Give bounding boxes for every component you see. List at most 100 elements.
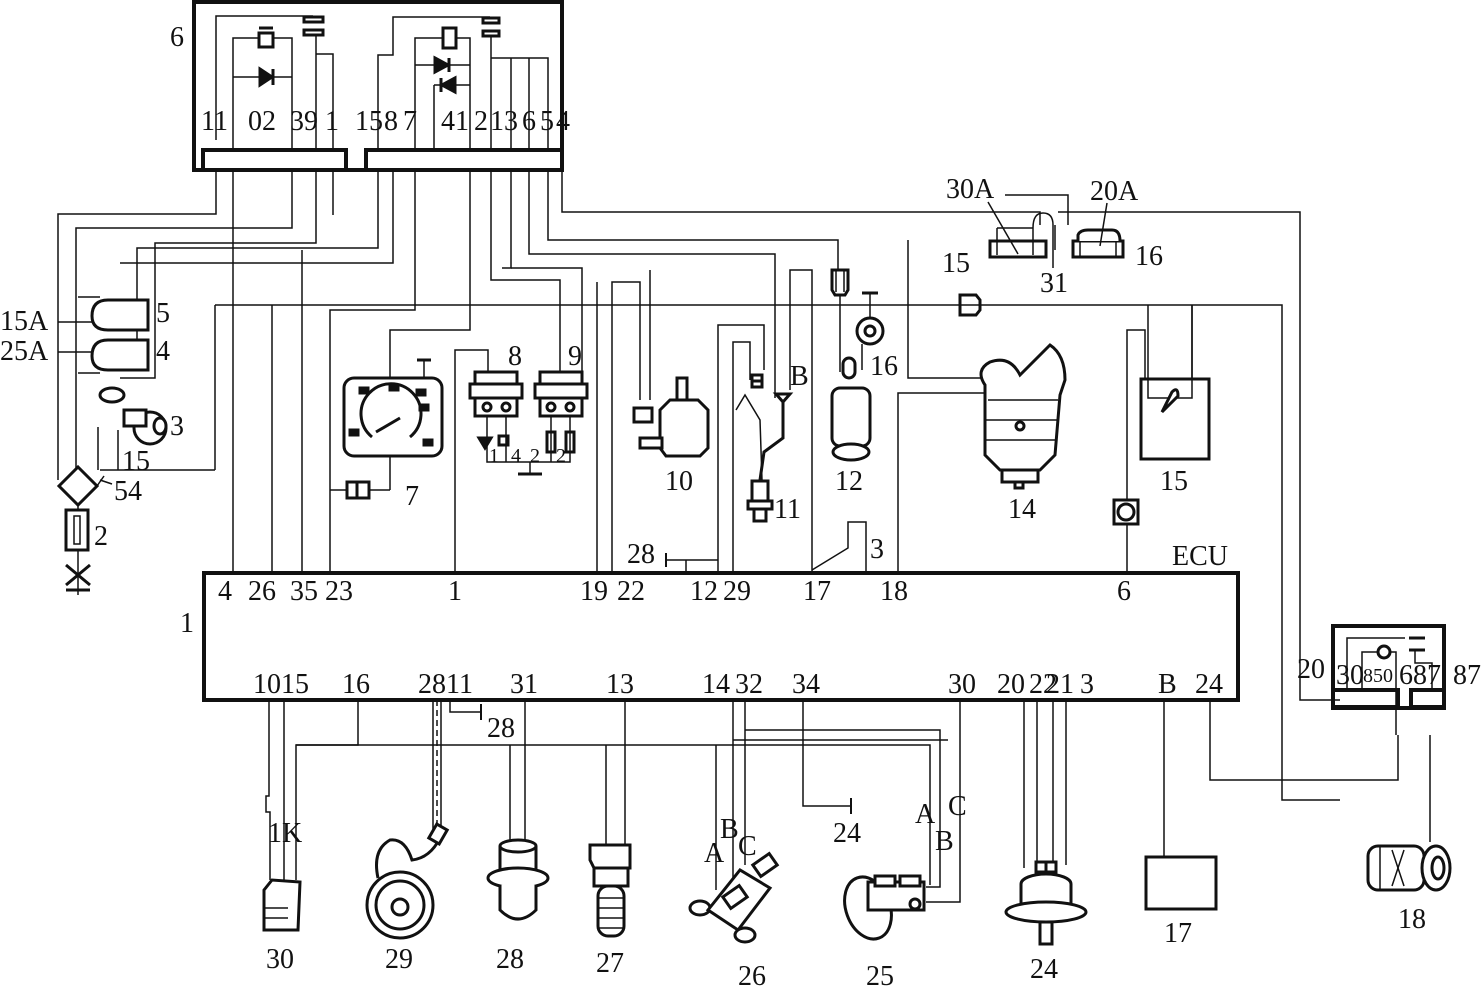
battery-fuse-2: 2 [64,505,108,595]
air-flow-sensor-27: 28 [486,838,550,975]
fuse-15a: 15A 5 [0,298,170,337]
oxygen-sensor-terminal-icon [772,392,794,405]
ecu-top-pin-19: 19 [580,576,608,607]
diode-icon [258,66,275,88]
injector-label-2: 2 [530,445,540,467]
ecu-top-pin-6: 6 [1117,576,1131,607]
fuse-30a: 30A 15 31 [942,174,1068,299]
battery-fuse-id: 2 [94,521,108,552]
ecu-bottom-pin-30: 30 [948,669,976,700]
fuse-25a-label: 25A [0,336,49,367]
bottom-harness: 28 24 [265,700,1431,903]
crankshaft-sensor-id: 29 [385,944,413,975]
ecu-bottom-pin-20: 20 [997,669,1025,700]
ecu-top-pin-22: 22 [617,576,645,607]
injector-connector-9: 9 1 4 2 2 [486,341,589,476]
crankshaft-sensor-29: 29 [365,822,450,975]
junction-54: 54 [56,464,142,508]
throttle-c: C [948,791,967,822]
idle-valve-id: 10 [665,466,693,497]
instrument-cluster-7: 7 [330,358,444,512]
instrument-cluster-id: 7 [405,481,419,512]
air-temp-b: B [720,814,739,845]
oxygen-sensor-terminal-b: B [790,361,809,392]
fuel-pump-12: 12 16 [830,268,898,497]
ground-3-label: 3 [870,534,884,565]
distributor-id: 14 [1008,494,1036,525]
ignition-terminal-15: 15 [122,446,150,477]
ground-28-top-label: 28 [627,539,655,570]
ecu-bottom-pin-32: 32 [735,669,763,700]
ground-24-label: 24 [833,818,861,849]
ecu-bottom-pin-15: 15 [281,669,309,700]
ecu-top-pin-26: 26 [248,576,276,607]
ecu-top-pin-29: 29 [723,576,751,607]
ecu-top-pin-1: 1 [448,576,462,607]
relay-ext-87: 87 [1453,660,1481,691]
pin6-connector [1112,498,1140,526]
ecu-bottom-pin-24: 24 [1195,669,1223,700]
relay-pin-2: 2 [474,106,488,137]
air-temp-a: A [704,838,725,869]
relay-pin-1b: 1 [490,106,504,137]
diode-icon-2 [433,55,452,75]
wiring-harness [57,170,1340,801]
air-flow-sensor-id: 28 [496,944,524,975]
ignition-switch-3: 3 15 [97,386,184,477]
relay-pin-4: 4 [556,106,570,137]
throttle-a: A [915,799,936,830]
fuse-wire-31: 31 [1040,268,1068,299]
coolant-temp-sensor-26: 27 [588,843,632,979]
relay-pin-1: 1 [325,106,339,137]
ecu-bottom-pin-11: 11 [446,669,473,700]
ecu-bottom-pin-3: 3 [1080,669,1094,700]
ecu-bottom-pin-10: 10 [253,669,281,700]
relay-coil-icon-3 [1376,644,1392,660]
fuse-20a: 20A 16 [1005,176,1163,272]
injector-8-id: 8 [508,341,522,372]
fuel-pump-id: 12 [835,466,863,497]
canister-valve-id: 18 [1398,904,1426,935]
inline-connector-15 [958,293,982,317]
ecu-id: 1 [180,608,194,639]
ecu-top-pin-4: 4 [218,576,232,607]
ecu-top-pin-17: 17 [803,576,831,607]
le-module-id: 15 [1160,466,1188,497]
air-temp-sensor-25: A B C 26 [688,814,780,990]
fuse-15a-label: 15A [0,306,49,337]
relay-pin-02: 02 [248,106,276,137]
relay-pin-7: 7 [403,106,417,137]
relay-pin-850: 850 [1363,665,1393,687]
ecu-bottom-pin-31: 31 [510,669,538,700]
ecu-bottom-pin-16: 16 [342,669,370,700]
diagnostic-box-19: 17 [1144,855,1218,949]
ecu-bottom-pin-13: 13 [606,669,634,700]
ecu-top-pin-18: 18 [880,576,908,607]
throttle-b: B [935,826,954,857]
ecu-outline [202,571,1240,702]
fuse-16-id: 16 [1135,241,1163,272]
junction-54-label: 54 [114,476,142,507]
tank-ground-18-id: 16 [870,351,898,382]
connector-15-id: 15 [942,248,970,279]
relay-box-6: 6 11 02 39 1 [170,0,570,172]
idle-air-valve-10: 10 [632,376,710,497]
knock-sensor-terminal: 1K [268,818,302,849]
connector-13 [830,268,850,297]
injector-9-id: 9 [568,341,582,372]
relay-coil-icon-2 [441,26,458,50]
relay-pin-687: 687 [1399,660,1441,691]
relay-contact-icon [302,15,325,24]
throttle-sensor-id: 25 [866,961,894,990]
oxygen-sensor-id: 11 [774,494,801,525]
relay-box-id: 6 [170,22,184,53]
fuse-5-id: 5 [156,298,170,329]
injector-label-1: 1 [489,445,499,467]
ecu-bottom-pin-21: 21 [1046,669,1074,700]
coolant-sensor-id: 27 [596,948,624,979]
fuse-25a: 25A 4 [0,336,170,372]
fuse-20a-label: 20A [1090,176,1139,207]
relay-coil-icon [257,31,275,49]
sensor-needle-icon [1160,388,1180,414]
